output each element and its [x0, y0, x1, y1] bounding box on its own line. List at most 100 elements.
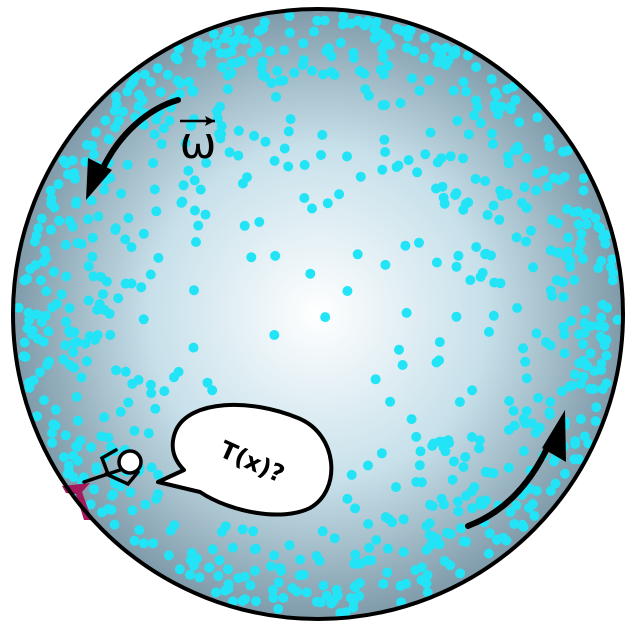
- particle: [179, 180, 189, 190]
- particle: [233, 573, 243, 583]
- particle: [217, 527, 227, 537]
- particle: [451, 312, 461, 322]
- particle: [47, 438, 57, 448]
- particle: [420, 149, 430, 159]
- particle: [487, 129, 497, 139]
- particle: [239, 35, 249, 45]
- particle: [19, 351, 29, 361]
- particle: [298, 38, 308, 48]
- particle: [99, 412, 109, 422]
- particle: [136, 282, 146, 292]
- particle: [366, 555, 376, 565]
- particle: [449, 86, 459, 96]
- particle: [242, 172, 252, 182]
- particle: [402, 43, 412, 53]
- particle: [576, 414, 586, 424]
- particle: [545, 397, 555, 407]
- particle: [478, 500, 488, 510]
- particle: [383, 544, 393, 554]
- particle: [287, 583, 297, 593]
- particle: [250, 544, 260, 554]
- particle: [100, 305, 110, 315]
- particle: [84, 261, 94, 271]
- particle: [580, 306, 590, 316]
- particle: [476, 118, 486, 128]
- particle: [283, 162, 293, 172]
- particle: [113, 293, 123, 303]
- particle: [76, 372, 86, 382]
- particle: [452, 116, 462, 126]
- particle: [451, 188, 461, 198]
- particle: [29, 375, 39, 385]
- particle: [272, 66, 282, 76]
- particle: [97, 507, 107, 517]
- particle: [396, 98, 406, 108]
- particle: [39, 395, 49, 405]
- particle: [233, 151, 243, 161]
- particle: [406, 26, 416, 36]
- particle: [223, 84, 233, 94]
- particle: [377, 165, 387, 175]
- particle: [73, 456, 83, 466]
- particle: [606, 262, 616, 272]
- particle: [591, 416, 601, 426]
- particle: [487, 74, 497, 84]
- particle: [404, 155, 414, 165]
- particle: [64, 326, 74, 336]
- particle: [72, 392, 82, 402]
- particle: [146, 270, 156, 280]
- particle: [123, 398, 133, 408]
- particle: [324, 43, 334, 53]
- particle: [563, 233, 573, 243]
- particle: [532, 112, 542, 122]
- particle: [422, 521, 432, 531]
- particle: [394, 345, 404, 355]
- particle: [157, 139, 167, 149]
- particle: [219, 33, 229, 43]
- particle: [110, 122, 120, 132]
- particle: [189, 285, 199, 295]
- particle: [512, 232, 522, 242]
- particle: [326, 598, 336, 608]
- particle: [238, 524, 248, 534]
- particle: [596, 359, 606, 369]
- particle: [494, 215, 504, 225]
- particle: [231, 58, 241, 68]
- particle: [436, 153, 446, 163]
- particle: [123, 213, 133, 223]
- particle: [172, 76, 182, 86]
- particle: [411, 477, 421, 487]
- particle: [438, 437, 448, 447]
- particle: [377, 448, 387, 458]
- particle: [350, 550, 360, 560]
- particle: [460, 452, 470, 462]
- particle: [224, 579, 234, 589]
- particle: [520, 357, 530, 367]
- particle: [563, 247, 573, 257]
- particle: [140, 69, 150, 79]
- particle: [217, 62, 227, 72]
- particle: [35, 367, 45, 377]
- particle: [458, 153, 468, 163]
- particle: [112, 99, 122, 109]
- particle: [318, 70, 328, 80]
- particle: [41, 286, 51, 296]
- particle: [92, 465, 102, 475]
- particle: [391, 482, 401, 492]
- particle: [589, 384, 599, 394]
- particle: [586, 348, 596, 358]
- particle: [452, 262, 462, 272]
- particle: [541, 337, 551, 347]
- particle: [307, 66, 317, 76]
- particle: [456, 523, 466, 533]
- particle: [349, 596, 359, 606]
- particle: [46, 225, 56, 235]
- particle: [33, 334, 43, 344]
- particle: [579, 372, 589, 382]
- particle: [504, 463, 514, 473]
- particle: [396, 581, 406, 591]
- particle: [269, 550, 279, 560]
- particle: [284, 126, 294, 136]
- particle: [207, 385, 217, 395]
- particle: [483, 210, 493, 220]
